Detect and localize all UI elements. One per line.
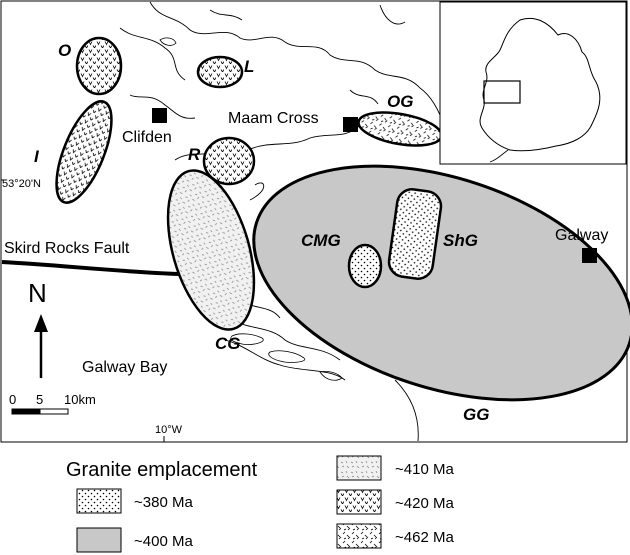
granite-shannawona [387, 188, 443, 280]
ireland-inset-map [439, 1, 627, 165]
granite-label-cmg: CMG [301, 231, 341, 250]
legend-swatch-380 [76, 488, 122, 514]
legend-label-462: ~462 Ma [395, 529, 454, 546]
coastline [119, 1, 611, 442]
maam-cross-label: Maam Cross [228, 110, 319, 127]
inset-study-area-box [483, 80, 521, 104]
longitude-tick-label: 10°W [155, 424, 183, 436]
granite-connemara-metagabbro [347, 243, 383, 289]
legend-swatch-410 [336, 455, 382, 481]
scale-bar: 0 5 10km [9, 392, 96, 415]
galway-marker [582, 248, 597, 263]
granite-label-l: L [244, 57, 254, 76]
galway-label: Galway [555, 227, 608, 244]
islands [159, 37, 343, 381]
scale-tick-10: 10km [64, 392, 96, 407]
granite-label-r: R [188, 145, 201, 164]
legend-label-420: ~420 Ma [395, 495, 454, 512]
north-arrow-label: N [28, 278, 47, 308]
granite-galway [252, 164, 630, 402]
maam-cross-marker [343, 117, 358, 132]
legend-label-400: ~400 Ma [134, 533, 193, 550]
granite-label-o: O [58, 41, 71, 60]
granite-leterfrack [196, 55, 244, 89]
legend-swatch-420 [336, 489, 382, 515]
granite-label-i: I [34, 147, 40, 166]
granite-carna [166, 169, 256, 331]
legend: Granite emplacement ~380 Ma ~410 Ma ~400… [66, 455, 454, 553]
clifden-label: Clifden [122, 129, 172, 146]
latitude-tick-label: 53°20'N [2, 178, 41, 190]
legend-swatch-462 [336, 523, 382, 549]
legend-swatch-400 [76, 527, 122, 553]
ireland-outline [479, 17, 601, 152]
skird-rocks-fault-line [1, 260, 181, 276]
granite-inish [55, 100, 113, 204]
scale-tick-5: 5 [36, 392, 43, 407]
granite-label-cg: CG [215, 334, 241, 353]
scale-tick-0: 0 [9, 392, 16, 407]
legend-label-380: ~380 Ma [134, 494, 193, 511]
skird-rocks-fault-label: Skird Rocks Fault [4, 240, 130, 257]
granite-omey [75, 36, 123, 96]
legend-title: Granite emplacement [66, 459, 258, 481]
granite-roundstone [202, 136, 256, 186]
galway-bay-label: Galway Bay [82, 359, 167, 376]
north-arrow: N [28, 278, 48, 378]
granite-label-og: OG [387, 92, 413, 111]
clifden-marker [152, 108, 167, 123]
granite-label-gg: GG [463, 405, 489, 424]
granite-label-shg: ShG [443, 231, 478, 250]
legend-label-410: ~410 Ma [395, 461, 454, 478]
